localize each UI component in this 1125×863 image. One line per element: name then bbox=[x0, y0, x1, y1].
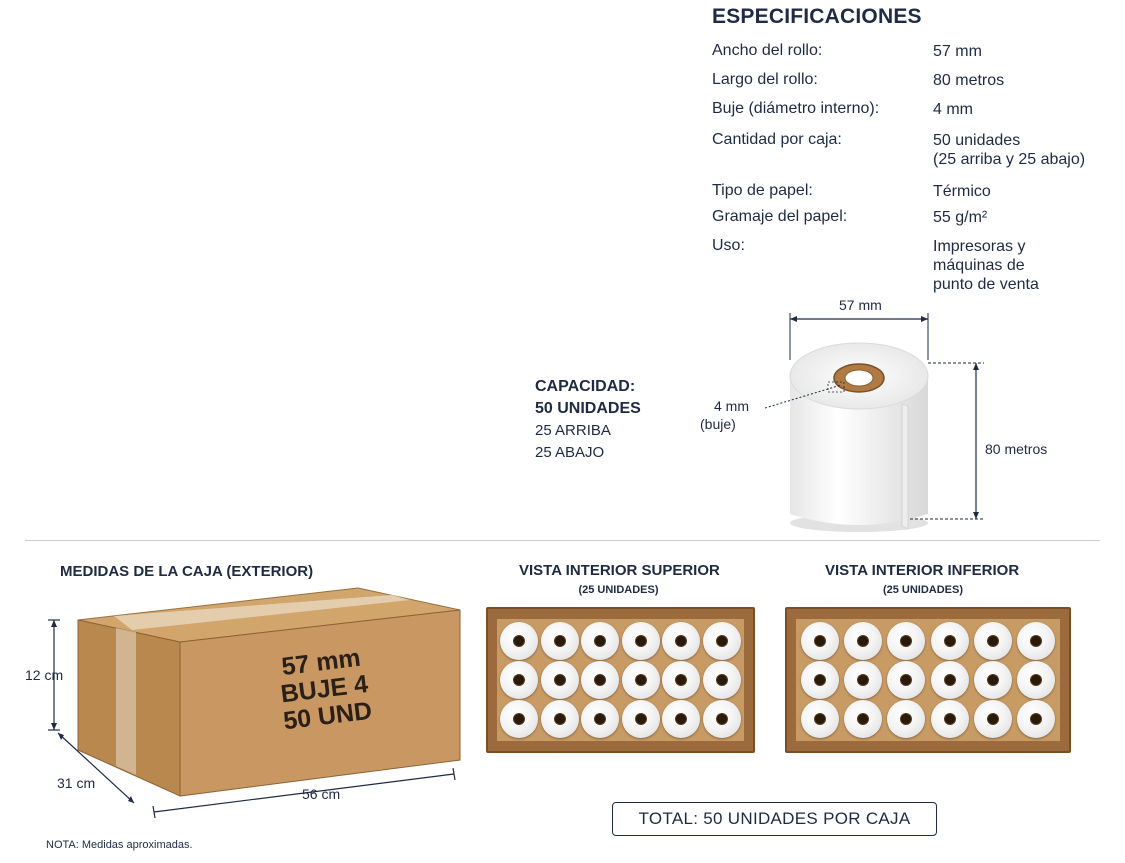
arrow-icon bbox=[58, 733, 64, 740]
capacity-heading: CAPACIDAD: bbox=[535, 378, 636, 395]
box-depth-label: 31 cm bbox=[57, 775, 96, 791]
spec-value: 4 mm bbox=[933, 101, 973, 118]
roll bbox=[621, 621, 660, 660]
arrow-up-icon bbox=[51, 620, 57, 627]
box-length-line bbox=[153, 773, 455, 813]
box-length-tick bbox=[452, 767, 456, 781]
roll-diagram bbox=[764, 313, 984, 532]
spec-value: 80 metros bbox=[933, 72, 1005, 89]
roll bbox=[800, 621, 839, 660]
roll bbox=[930, 660, 969, 699]
spec-label: Ancho del rollo: bbox=[712, 42, 823, 59]
arrow-up-icon bbox=[973, 363, 979, 370]
top-view-subtitle: (25 UNIDADES) bbox=[578, 584, 659, 596]
roll bbox=[702, 660, 741, 699]
roll bbox=[887, 700, 926, 739]
capacity-bottom: 25 ABAJO bbox=[535, 444, 605, 461]
box-tape-top bbox=[114, 595, 410, 630]
roll bbox=[887, 621, 926, 660]
roll-paper-edge bbox=[901, 403, 909, 530]
roll bbox=[500, 700, 539, 739]
box-print: 57 mm BUJE 4 50 UND bbox=[250, 641, 399, 738]
arrow-left-icon bbox=[790, 316, 797, 322]
capacity-block: CAPACIDAD: 50 UNIDADES 25 ARRIBA 25 ABAJ… bbox=[535, 376, 641, 464]
roll bbox=[662, 700, 701, 739]
roll bbox=[930, 621, 969, 660]
roll bbox=[621, 660, 660, 699]
bottom-view-subtitle: (25 UNIDADES) bbox=[882, 584, 964, 596]
roll bbox=[973, 621, 1012, 660]
roll bbox=[800, 700, 839, 739]
spec-label: Cantidad por caja: bbox=[712, 131, 842, 148]
box-length-label: 56 cm bbox=[302, 786, 341, 802]
roll-width-label: 57 mm bbox=[839, 297, 882, 313]
section-divider bbox=[25, 540, 1100, 541]
roll bbox=[887, 660, 926, 699]
box-length-tick bbox=[152, 805, 156, 819]
spec-label: Largo del rollo: bbox=[712, 71, 818, 88]
roll bbox=[581, 700, 620, 739]
tray-bottom-view bbox=[785, 607, 1071, 753]
roll bbox=[702, 621, 741, 660]
core-marker bbox=[827, 381, 845, 393]
box-depth-line bbox=[57, 732, 135, 804]
roll bbox=[540, 660, 579, 699]
roll bbox=[1017, 621, 1056, 660]
roll bbox=[500, 621, 539, 660]
roll bbox=[800, 660, 839, 699]
roll bbox=[930, 700, 969, 739]
tray-top-rolls bbox=[497, 619, 744, 741]
roll bbox=[581, 621, 620, 660]
roll-length-label: 80 metros bbox=[985, 441, 1048, 457]
roll bbox=[1017, 660, 1056, 699]
box-front-face bbox=[179, 609, 461, 797]
total-badge: TOTAL: 50 UNIDADES POR CAJA bbox=[612, 802, 937, 836]
spec-label: Buje (diámetro interno): bbox=[712, 100, 880, 117]
capacity-total: 50 UNIDADES bbox=[535, 400, 641, 417]
spec-value: Impresoras y máquinas de punto de venta bbox=[933, 238, 1039, 293]
roll bbox=[843, 660, 882, 699]
spec-label: Gramaje del papel: bbox=[712, 208, 848, 225]
core-label: 4 mm bbox=[714, 398, 749, 414]
roll bbox=[973, 700, 1012, 739]
roll bbox=[621, 700, 660, 739]
arrow-down-icon bbox=[973, 512, 979, 519]
roll-body bbox=[790, 376, 928, 525]
roll bbox=[843, 621, 882, 660]
roll bbox=[843, 700, 882, 739]
spec-value: 55 g/m² bbox=[933, 209, 988, 226]
bottom-view-title: VISTA INTERIOR INFERIOR bbox=[825, 562, 1020, 579]
spec-value: 50 unidades (25 arriba y 25 abajo) bbox=[933, 132, 1086, 168]
spec-label: Uso: bbox=[712, 237, 745, 254]
capacity-top: 25 ARRIBA bbox=[535, 422, 611, 439]
box-tape-side bbox=[116, 628, 136, 775]
specs-title: ESPECIFICACIONES bbox=[712, 5, 922, 28]
roll bbox=[662, 621, 701, 660]
roll bbox=[973, 660, 1012, 699]
roll bbox=[702, 700, 741, 739]
tray-bottom-rolls bbox=[796, 619, 1060, 741]
arrow-icon bbox=[128, 796, 134, 803]
spec-value: Térmico bbox=[933, 183, 991, 200]
roll bbox=[662, 660, 701, 699]
tray-top-view bbox=[486, 607, 755, 753]
roll bbox=[540, 700, 579, 739]
top-view-title: VISTA INTERIOR SUPERIOR bbox=[519, 562, 720, 579]
arrow-right-icon bbox=[921, 316, 928, 322]
roll-core-hole bbox=[844, 369, 874, 387]
roll bbox=[540, 621, 579, 660]
spec-label: Tipo de papel: bbox=[712, 182, 813, 199]
arrow-down-icon bbox=[51, 723, 57, 730]
roll bbox=[1017, 700, 1056, 739]
spec-value: 57 mm bbox=[933, 43, 982, 60]
roll bbox=[581, 660, 620, 699]
core-leader-line bbox=[764, 384, 842, 409]
box-diagram bbox=[48, 587, 461, 819]
box-height-label: 12 cm bbox=[25, 667, 64, 683]
footnote: NOTA: Medidas aproximadas. bbox=[46, 839, 193, 851]
roll bbox=[500, 660, 539, 699]
core-label-note: (buje) bbox=[700, 416, 736, 432]
box-title: MEDIDAS DE LA CAJA (EXTERIOR) bbox=[60, 563, 314, 580]
